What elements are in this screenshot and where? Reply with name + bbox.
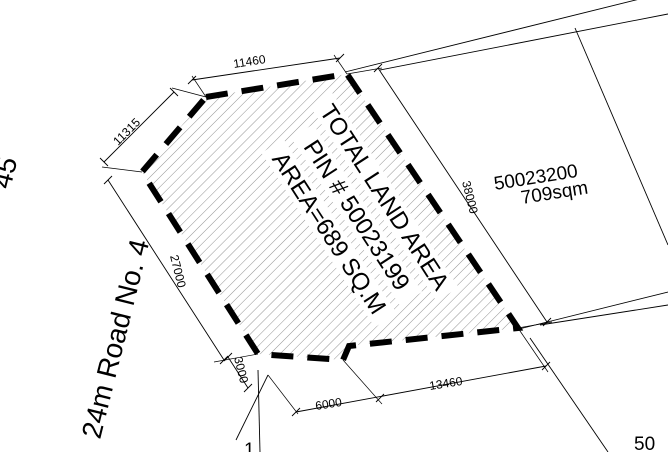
dim-chamfer: 11315	[110, 115, 143, 148]
dim-bottom-left: 6000	[314, 395, 343, 413]
dim-bottom-step: 3000	[231, 355, 251, 385]
edge-fragment-bottom-left: 1	[244, 440, 255, 452]
dim-bottom-right: 13460	[428, 374, 463, 393]
road-label: 24m Road No. 4	[76, 236, 155, 441]
dim-right: 38000	[459, 179, 481, 215]
edge-fragment-bottom-right: 50	[634, 434, 655, 452]
dim-left: 27000	[167, 253, 189, 289]
lot-lines	[235, 0, 668, 452]
road-label-partial: 45	[0, 154, 23, 192]
dim-top: 11460	[232, 52, 267, 71]
dimension-lines	[99, 53, 553, 417]
